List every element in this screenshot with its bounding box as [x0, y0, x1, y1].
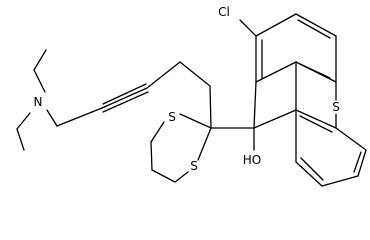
bond	[179, 61, 211, 87]
atom-labels: Cl S HO N S S	[34, 5, 340, 173]
bond	[255, 61, 297, 83]
bond	[255, 13, 297, 37]
bond	[295, 13, 337, 37]
atom-label-s-dithiane-1: S	[168, 110, 176, 124]
bond	[209, 85, 212, 129]
bond	[197, 127, 212, 161]
bond	[33, 69, 46, 93]
bond	[300, 157, 324, 181]
atom-label-oh: HO	[243, 153, 261, 167]
chemical-structure-diagram: Cl S HO N S S	[16, 5, 367, 187]
bond-lines	[16, 13, 367, 187]
bond	[239, 19, 257, 37]
bond	[102, 91, 149, 113]
bond	[16, 128, 25, 151]
bond	[297, 19, 331, 39]
bond	[151, 169, 176, 183]
atom-label-n: N	[34, 95, 43, 109]
atom-label-s-ring: S	[332, 100, 340, 114]
bond	[295, 161, 323, 187]
bond	[150, 121, 165, 143]
bond	[299, 115, 333, 133]
bond	[357, 149, 367, 177]
bond	[174, 171, 189, 183]
bond	[102, 83, 147, 105]
bond	[56, 107, 103, 127]
bond	[179, 113, 212, 129]
atom-label-s-dithiane-2: S	[190, 159, 198, 173]
bond	[16, 112, 31, 130]
bond	[321, 175, 359, 187]
bond	[33, 49, 47, 71]
bond	[150, 141, 153, 171]
bond	[101, 87, 148, 109]
bond	[353, 151, 362, 173]
bond	[295, 109, 337, 129]
bond	[335, 127, 367, 151]
atom-label-cl: Cl	[218, 5, 230, 19]
bond	[46, 109, 58, 127]
bond	[253, 81, 257, 129]
bond	[253, 109, 297, 129]
bond	[299, 63, 331, 79]
bond	[146, 61, 181, 89]
